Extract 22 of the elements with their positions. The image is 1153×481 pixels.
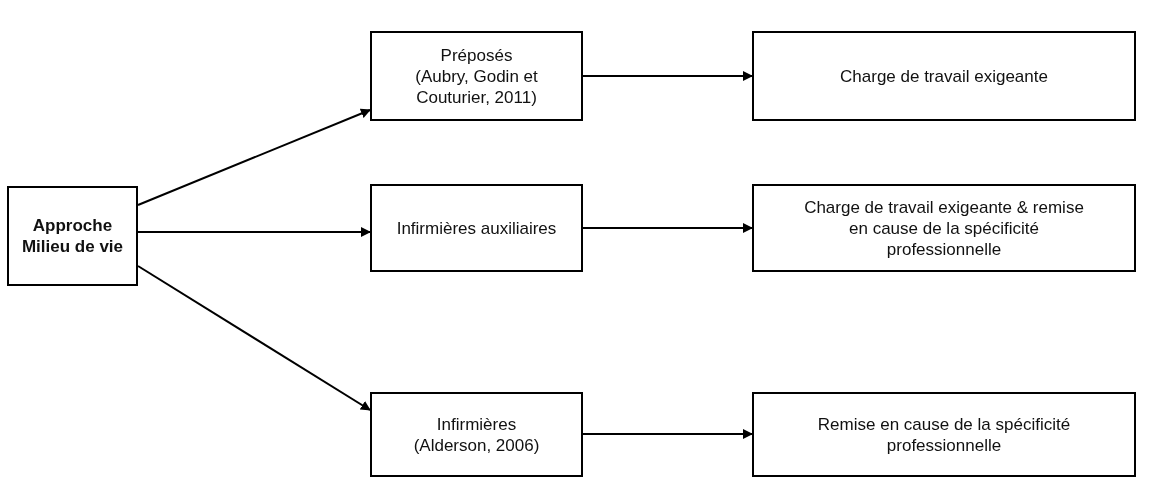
arrow <box>582 429 753 439</box>
process-box <box>370 31 583 121</box>
arrow <box>137 227 371 237</box>
box-subtext: (Alderson, 2006) <box>413 434 540 456</box>
box-label: Remise en cause de la spécificité professionnelle <box>816 413 1072 456</box>
process-box <box>752 31 1136 121</box>
box-label: Approche Milieu de vie <box>20 215 125 257</box>
box-label: Charge de travail exigeante <box>840 65 1048 87</box>
arrow <box>137 108 371 206</box>
process-box <box>752 392 1136 477</box>
box-subtext: (Aubry, Godin et Couturier, 2011) <box>414 65 539 108</box>
arrow <box>582 223 753 233</box>
arrow <box>582 71 753 81</box>
box-label: Infirmières auxiliaires <box>396 217 557 239</box>
process-box <box>752 184 1136 272</box>
arrow <box>137 265 371 411</box>
process-box <box>7 186 138 286</box>
box-label: Infirmières <box>436 413 517 435</box>
box-label: Charge de travail exigeante & remise en cause de la spécificité professionnelle <box>803 196 1085 260</box>
box-label: Préposés <box>440 44 513 66</box>
process-box <box>370 392 583 477</box>
process-box <box>370 184 583 272</box>
